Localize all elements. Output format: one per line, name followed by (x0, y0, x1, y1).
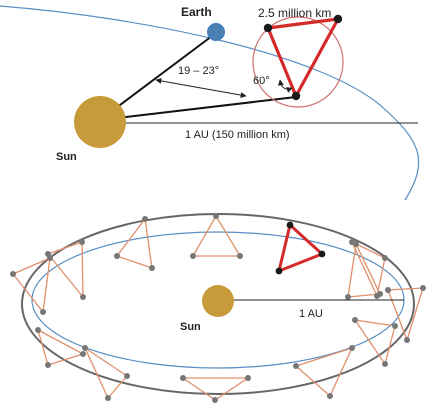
spacecraft-vertex (263, 23, 273, 33)
orbit-vertex (80, 294, 86, 300)
orbit-vertex (327, 393, 333, 399)
orbit-vertex (105, 395, 111, 401)
orbit-vertex (420, 285, 426, 291)
rotation-circle (252, 16, 344, 108)
bottom-panel: Sun 1 AU (10, 213, 426, 403)
distance-bottom-label: 1 AU (299, 308, 323, 320)
orbit-triangle (47, 241, 84, 298)
orbit-triangle (387, 287, 424, 341)
orbit-vertex (392, 323, 398, 329)
arm-length-label: 2.5 million km (258, 6, 331, 20)
earth (207, 23, 225, 41)
lisa-triangle-top (266, 17, 340, 98)
orbit-triangle (84, 347, 128, 399)
spacecraft-vertex (318, 250, 326, 258)
sun-bottom (202, 285, 234, 317)
orbit-vertex (385, 287, 391, 293)
orbit-vertex (352, 317, 358, 323)
trail-angle-label: 19 – 23° (178, 65, 219, 77)
orbit-triangle (182, 377, 249, 401)
orbit-triangle (351, 241, 386, 297)
earth-orbit-arc (0, 5, 420, 201)
orbit-triangles (12, 215, 424, 401)
orbit-vertex (237, 253, 243, 259)
orbit-vertex (47, 255, 53, 261)
orbit-vertex (245, 375, 251, 381)
orbit-vertex (382, 255, 388, 261)
orbit-vertex (382, 361, 388, 367)
orbit-vertex (149, 265, 155, 271)
orbit-triangle (37, 329, 84, 366)
spacecraft-vertex (286, 221, 294, 229)
spacecraft-vertex (275, 267, 283, 275)
lisa-triangle-bottom (277, 223, 324, 273)
orbit-vertex (212, 397, 218, 403)
orbit-vertex (45, 362, 51, 368)
orbit-vertex (124, 373, 130, 379)
orbit-vertex (82, 345, 88, 351)
orbit-vertex (35, 327, 41, 333)
orbit-vertex (374, 293, 380, 299)
sun-constellation-line (99, 96, 297, 121)
orbit-triangle (12, 257, 51, 313)
orbit-vertex (80, 351, 86, 357)
orbit-vertex (293, 363, 299, 369)
orbit-triangle (116, 218, 153, 269)
orbit-vertex (180, 375, 186, 381)
sun-top (74, 96, 126, 148)
orbit-triangle (295, 347, 353, 397)
orbit-vertex (142, 216, 148, 222)
triangle-angle-label: 60° (253, 75, 270, 87)
sixty-degree-arc (277, 79, 293, 93)
orbit-vertex (349, 345, 355, 351)
orbit-vertex (213, 213, 219, 219)
orbit-triangle (192, 215, 241, 257)
orbit-vertex (79, 239, 85, 245)
orbit-vertex (190, 253, 196, 259)
distance-label: 1 AU (150 million km) (185, 129, 290, 141)
sun-bottom-label: Sun (180, 321, 201, 333)
earth-label: Earth (181, 5, 212, 19)
orbit-vertex (345, 294, 351, 300)
orbit-triangle (347, 243, 381, 298)
orbit-vertex (404, 337, 410, 343)
orbit-vertex (349, 239, 355, 245)
orbit-vertex (114, 253, 120, 259)
orbit-vertex (40, 309, 46, 315)
orbit-vertex (10, 271, 16, 277)
sun-top-label: Sun (56, 151, 77, 163)
orbit-vertices (10, 213, 426, 403)
spacecraft-vertex (291, 91, 301, 101)
top-panel: Earth Sun 1 AU (150 million km) 2.5 mill… (0, 5, 420, 201)
orbit-triangle (354, 319, 396, 365)
spacecraft-vertex (333, 14, 343, 24)
trail-angle-arrow (155, 77, 247, 99)
